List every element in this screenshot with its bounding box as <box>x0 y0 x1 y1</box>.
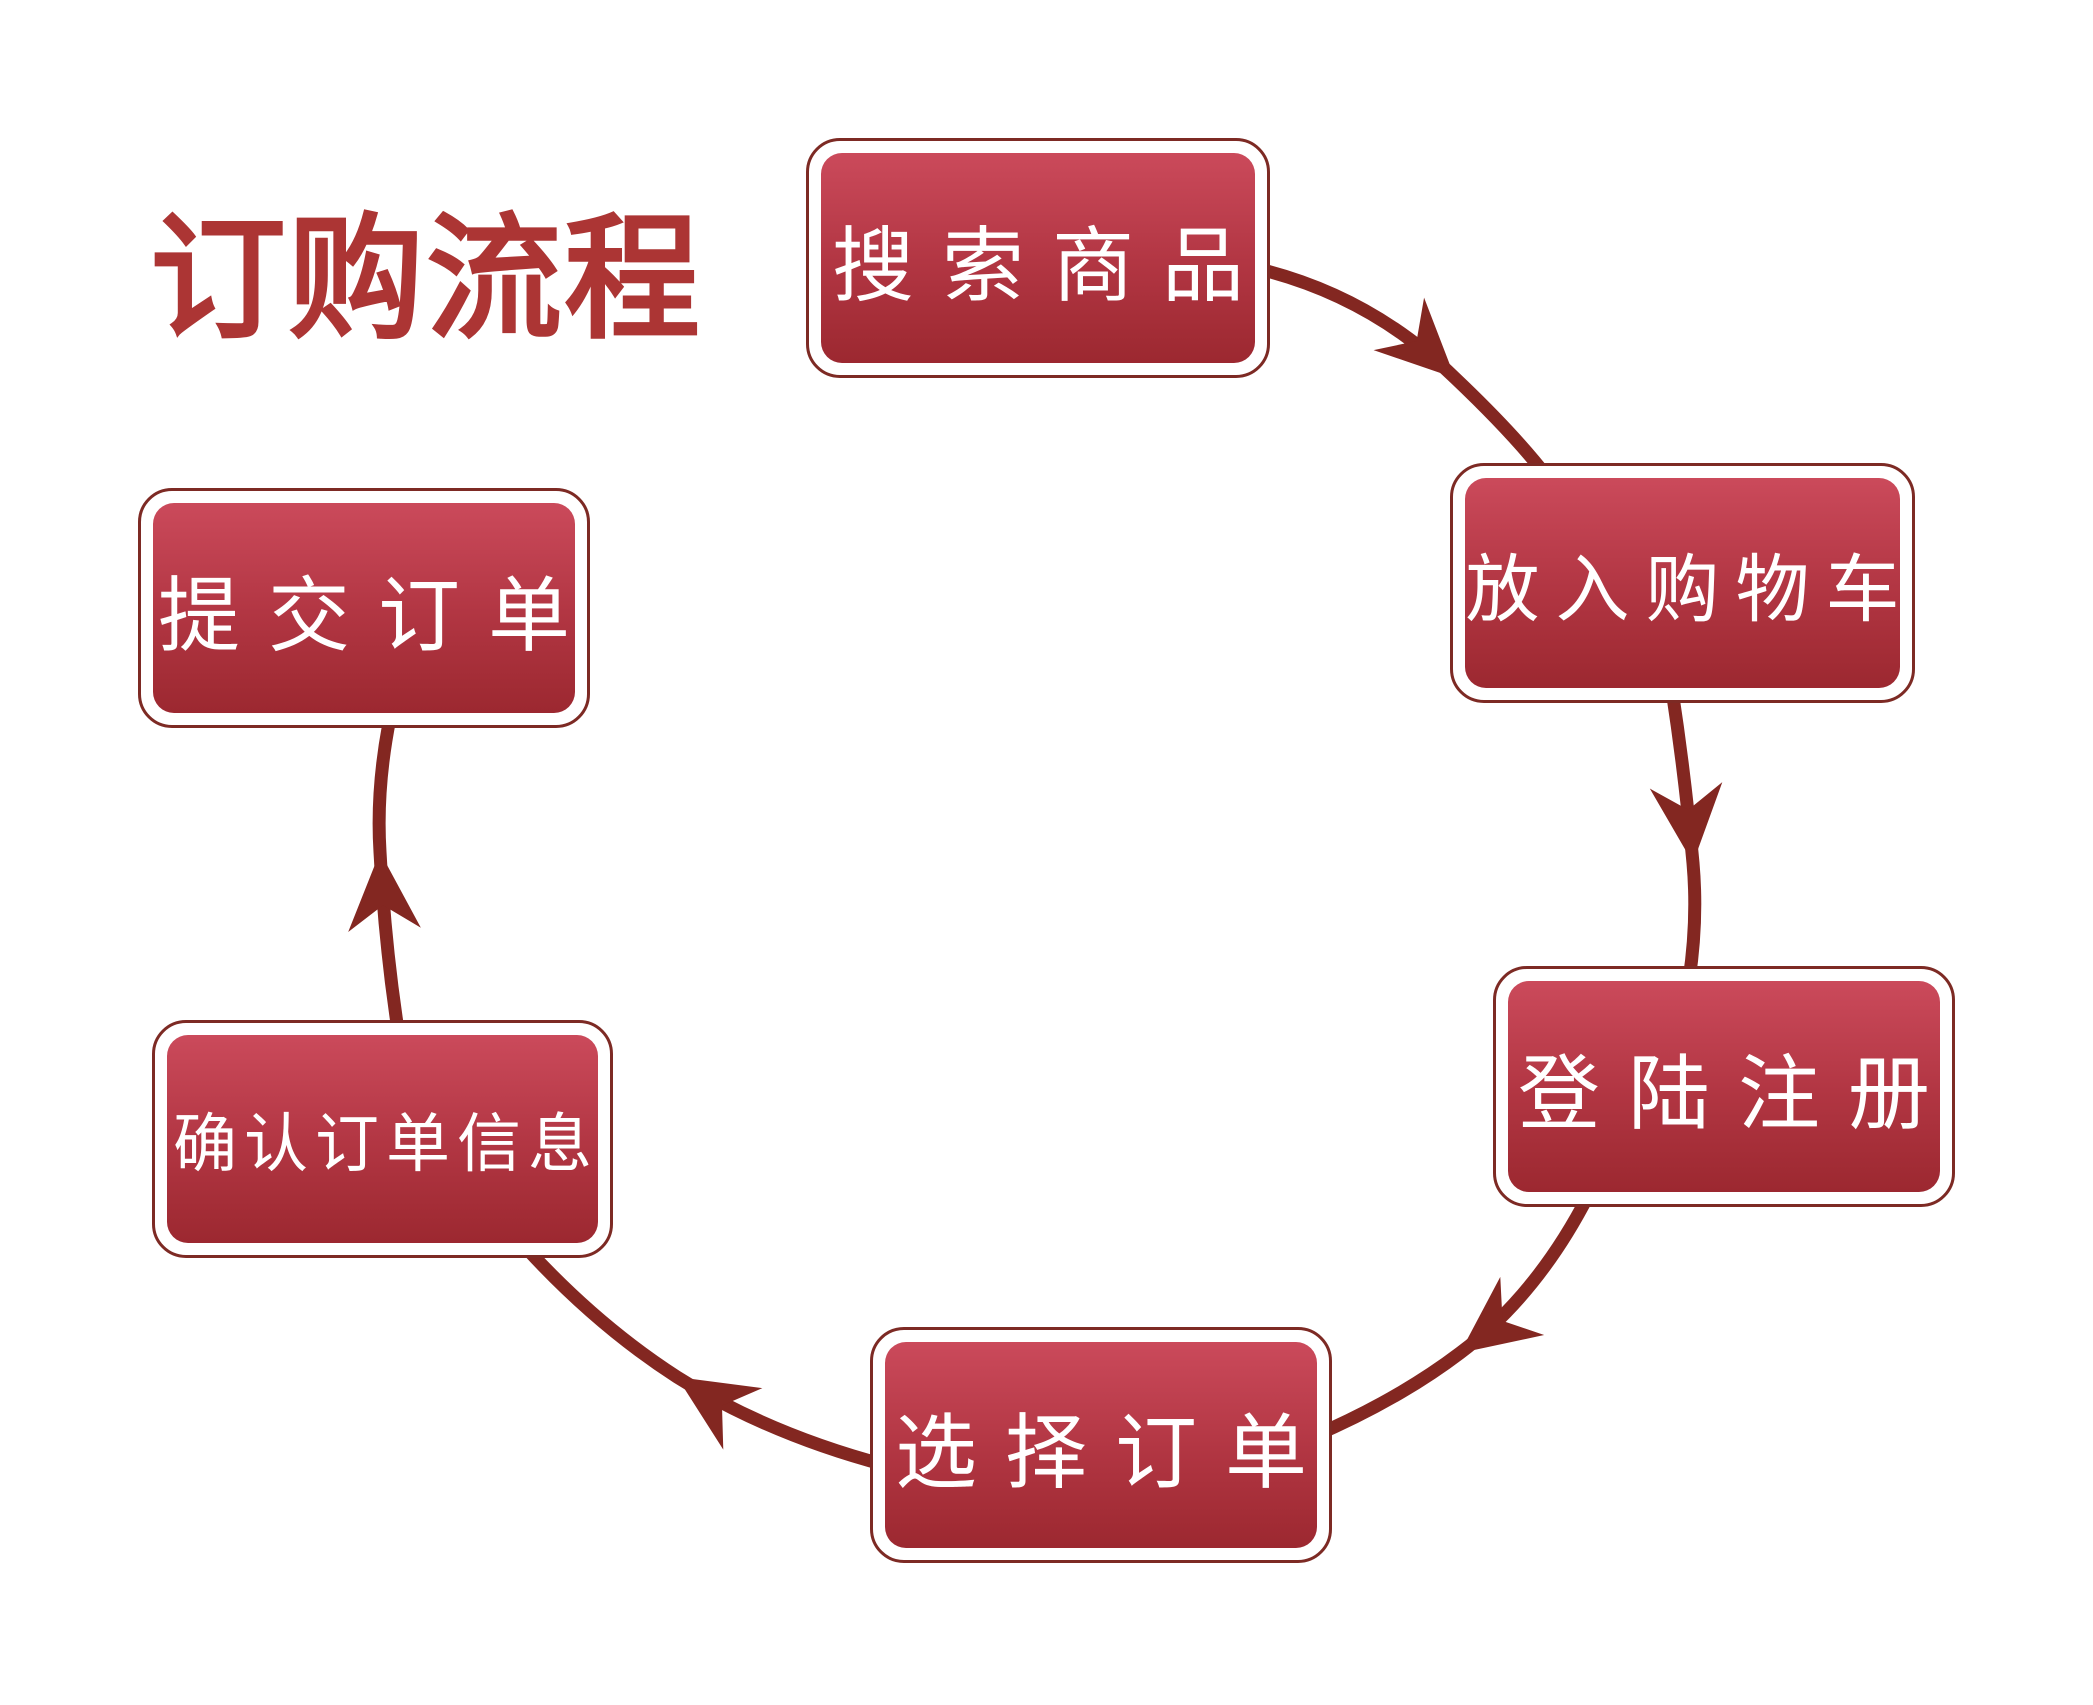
flow-node-confirm-order-info-face: 确认订单信息 <box>167 1035 598 1243</box>
arrow-login-to-select <box>1309 1193 1594 1443</box>
node-label-login-register: 登陆注册 <box>1517 1049 1958 1140</box>
page-title: 订购流程 <box>150 203 702 355</box>
flow-node-select-order: 选择订单 <box>870 1327 1332 1563</box>
node-label-submit-order: 提交订单 <box>157 570 598 662</box>
flow-node-login-register: 登陆注册 <box>1493 966 1955 1207</box>
flow-node-search-product-face: 搜索商品 <box>821 153 1255 363</box>
flow-node-search-product: 搜索商品 <box>806 138 1270 378</box>
flow-node-add-to-cart-face: 放入购物车 <box>1465 478 1900 688</box>
arrow-search-to-cart <box>1253 261 1554 482</box>
flow-node-confirm-order-info: 确认订单信息 <box>152 1020 613 1258</box>
flow-node-select-order-face: 选择订单 <box>885 1342 1317 1548</box>
flow-node-login-register-face: 登陆注册 <box>1508 981 1940 1192</box>
node-label-select-order: 选择订单 <box>894 1407 1335 1499</box>
node-label-add-to-cart: 放入购物车 <box>1465 547 1916 631</box>
flow-node-submit-order: 提交订单 <box>138 488 590 728</box>
flow-node-submit-order-face: 提交订单 <box>153 503 575 713</box>
flow-node-add-to-cart: 放入购物车 <box>1450 463 1915 703</box>
node-label-search-product: 搜索商品 <box>831 220 1272 312</box>
node-label-confirm-order-info: 确认订单信息 <box>173 1108 599 1180</box>
arrow-cart-to-login <box>1649 689 1723 981</box>
arrow-confirm-to-submit <box>348 716 421 1031</box>
arrow-select-to-confirm <box>523 1245 887 1472</box>
